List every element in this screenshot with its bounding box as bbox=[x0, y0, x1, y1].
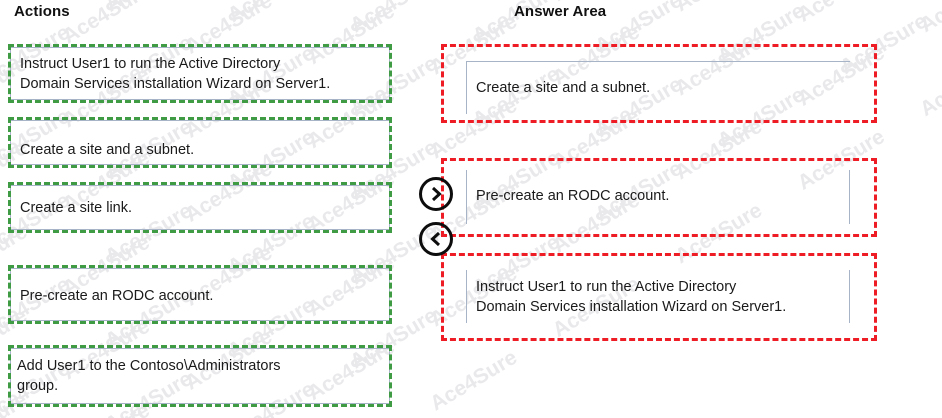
answer-drop-zone[interactable] bbox=[441, 44, 877, 123]
answer-card[interactable]: Create a site and a subnet. bbox=[466, 61, 850, 114]
answer-card-label: Instruct User1 to run the Active Directo… bbox=[476, 279, 787, 315]
answer-card[interactable]: Instruct User1 to run the Active Directo… bbox=[466, 270, 850, 323]
action-card[interactable]: Add User1 to the Contoso\Administrators … bbox=[8, 345, 392, 407]
answer-card-label: Create a site and a subnet. bbox=[476, 80, 651, 96]
actions-column-title: Actions bbox=[14, 3, 70, 20]
answer-drop-zone[interactable] bbox=[441, 253, 877, 341]
action-card-label: Create a site link. bbox=[20, 200, 133, 216]
action-card-label: Add User1 to the Contoso\Administrators … bbox=[17, 358, 281, 394]
action-card-label: Instruct User1 to run the Active Directo… bbox=[20, 56, 331, 92]
action-card[interactable]: Create a site and a subnet. bbox=[8, 117, 392, 168]
action-card-label: Pre-create an RODC account. bbox=[20, 288, 214, 304]
action-card-label: Create a site and a subnet. bbox=[20, 142, 195, 158]
action-card[interactable]: Pre-create an RODC account. bbox=[8, 265, 392, 324]
move-right-button[interactable] bbox=[419, 177, 453, 211]
action-card[interactable]: Create a site link. bbox=[8, 182, 392, 233]
watermark-text: Ace4SureAce4SureAce4SureAce4SureAce4Sure… bbox=[0, 0, 942, 28]
move-left-button[interactable] bbox=[419, 222, 453, 256]
chevron-left-icon bbox=[428, 231, 444, 247]
action-card[interactable]: Instruct User1 to run the Active Directo… bbox=[8, 44, 392, 103]
answer-area-column-title: Answer Area bbox=[514, 3, 607, 20]
answer-card[interactable]: Pre-create an RODC account. bbox=[466, 170, 850, 224]
answer-card-label: Pre-create an RODC account. bbox=[476, 188, 670, 204]
chevron-right-icon bbox=[428, 186, 444, 202]
